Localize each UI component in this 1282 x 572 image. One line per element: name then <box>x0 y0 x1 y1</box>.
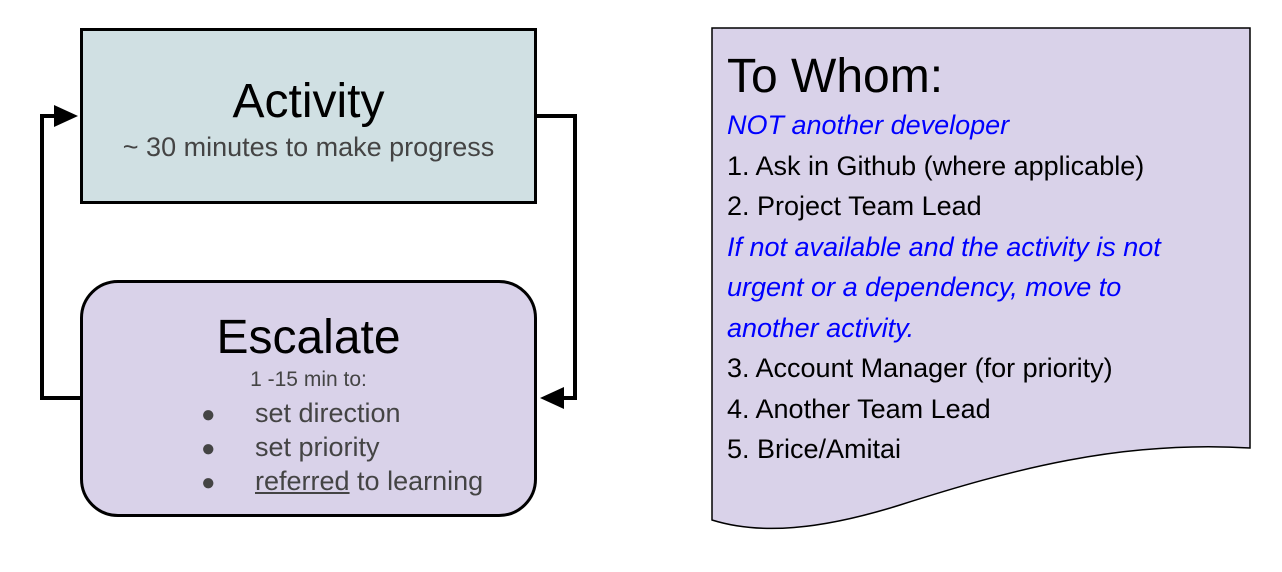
note-line: NOT another developer <box>727 110 1010 140</box>
escalate-item-text: set priority <box>255 432 380 462</box>
activity-box: Activity ~ 30 minutes to make progress <box>80 28 537 204</box>
bullet-icon: ● <box>201 435 216 462</box>
contact-step-line: 3. Account Manager (for priority) <box>727 353 1113 383</box>
bullet-icon: ● <box>201 469 216 496</box>
contact-step-line: 2. Project Team Lead <box>727 191 982 221</box>
to-whom-document-shape <box>711 27 1251 530</box>
escalate-subtitle: 1 -15 min to: <box>250 368 367 391</box>
escalate-list-item: ● referred to learning <box>201 464 483 498</box>
escalate-list-item: ● set direction <box>201 396 483 430</box>
escalate-item-text: set direction <box>255 398 401 428</box>
escalate-title: Escalate <box>216 311 401 364</box>
activity-title: Activity <box>232 75 385 128</box>
contact-step-line: 4. Another Team Lead <box>727 393 991 424</box>
connector-activity-to-escalate <box>537 114 577 400</box>
escalate-item-text: to learning <box>349 466 484 496</box>
note-line: another activity. <box>727 312 915 343</box>
bullet-icon: ● <box>201 401 216 428</box>
escalate-list: ● set direction ● set priority ● referred t… <box>201 396 483 498</box>
escalate-box: Escalate 1 -15 min to: ● set direction ● s… <box>80 280 537 517</box>
note-line: urgent or a dependency, move to <box>727 272 1122 302</box>
connector-escalate-to-activity <box>40 114 80 400</box>
contact-step-line: 1. Ask in Github (where applicable) <box>727 150 1145 181</box>
activity-subtitle: ~ 30 minutes to make progress <box>122 132 495 162</box>
arrowhead-into-escalate <box>540 387 564 409</box>
to-whom-panel: To Whom: NOT another developer 1. Ask in… <box>727 52 1247 470</box>
arrowhead-into-activity <box>54 105 78 127</box>
referred-link-text: referred <box>255 466 350 496</box>
escalate-list-item: ● set priority <box>201 430 483 464</box>
contact-step-line: 5. Brice/Amitai <box>727 434 902 464</box>
to-whom-title: To Whom: <box>727 50 944 103</box>
note-line: If not available and the activity is not <box>727 231 1161 262</box>
